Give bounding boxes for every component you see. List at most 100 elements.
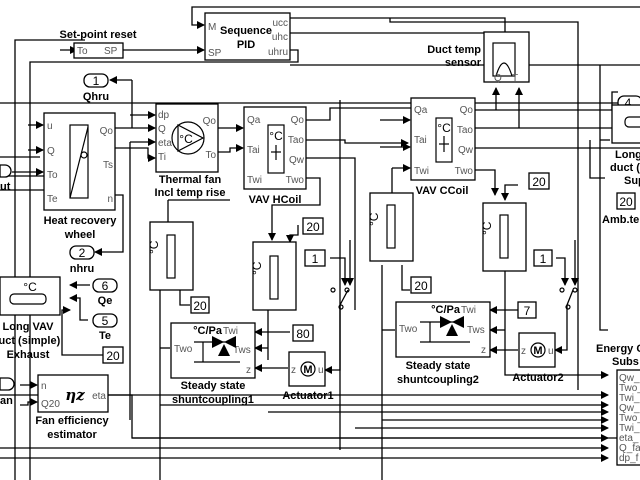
- port-to: To: [205, 150, 216, 161]
- inport-qe[interactable]: 6 Qe: [92, 278, 118, 307]
- actuator2-block[interactable]: z u M Actuator2: [512, 332, 564, 384]
- const-exhaust[interactable]: 20: [102, 346, 124, 364]
- const-pipe3[interactable]: 20: [410, 276, 432, 294]
- sequence-pid-block[interactable]: M SP ucc uhc uhru Sequence PID: [204, 12, 291, 61]
- energy-port: Twi_: [619, 423, 640, 434]
- port-qw: Qw: [289, 155, 305, 166]
- port-qo: Qo: [291, 115, 305, 126]
- port-m: M: [208, 22, 216, 33]
- energy-label-1: Energy C: [596, 343, 640, 355]
- energy-label-2: Subs: [612, 356, 639, 368]
- port-tai: Tai: [414, 135, 427, 146]
- pipe-block-1[interactable]: °C: [147, 221, 194, 291]
- port-sp: SP: [208, 48, 222, 59]
- duct-unit: °C: [23, 280, 37, 294]
- pipe-block-4[interactable]: °C: [480, 202, 527, 272]
- heat-recovery-wheel-block[interactable]: u Q To Te Qo Ts n Heat recovery wheel: [43, 112, 118, 241]
- duct-icon: [624, 116, 640, 128]
- valve-icon: [420, 316, 470, 343]
- setpoint-reset-block[interactable]: To SP Set-point reset: [59, 29, 137, 59]
- thermal-fan-block[interactable]: dp Q eta Ti Qo To °C Thermal fan Incl te…: [155, 103, 226, 199]
- shunt1-label-1: Steady state: [181, 380, 246, 392]
- port-two: Two: [455, 166, 474, 177]
- fan-label-1: Thermal fan: [159, 174, 222, 186]
- shunt1-label-2: shuntcoupling1: [172, 394, 254, 406]
- shunt-unit: °C/Pa: [431, 304, 461, 316]
- port-eta: eta: [158, 138, 172, 149]
- port-q20: Q20: [41, 399, 60, 410]
- pid-label-1: Sequence: [220, 25, 272, 37]
- energy-port: dp_f: [619, 453, 639, 464]
- duct-icon: [9, 293, 47, 305]
- setpoint-reset-label: Set-point reset: [59, 29, 136, 41]
- switch-icons: [330, 287, 578, 310]
- const-7[interactable]: 7: [517, 301, 537, 319]
- pipe-block-3[interactable]: °C: [367, 192, 414, 262]
- inport-label: Te: [99, 330, 111, 342]
- shunt-coupling1-block[interactable]: °C/Pa Twi Tws z Two Steady state shuntco…: [170, 322, 256, 406]
- port-uhc: uhc: [272, 32, 288, 43]
- energy-port: Twi_: [619, 393, 640, 404]
- const-pipe4[interactable]: 20: [528, 172, 550, 190]
- pipe-unit: °C: [147, 240, 161, 254]
- outport-qhru[interactable]: 1 Qhru: [83, 73, 109, 103]
- port-qo: Qo: [100, 126, 114, 137]
- outport-nhru[interactable]: 2 nhru: [69, 245, 95, 275]
- port-twi: Twi: [414, 166, 429, 177]
- port-q: Q: [158, 124, 166, 135]
- const-pipe1[interactable]: 20: [190, 296, 210, 314]
- const-switch1[interactable]: 1: [304, 249, 326, 267]
- duct-temp-sensor-block[interactable]: Q T Duct temp sensor: [427, 31, 530, 84]
- energy-port: Two_: [619, 413, 640, 424]
- fan-efficiency-estimator-block[interactable]: n Q20 eta ηz Fan efficiency estimator: [35, 374, 110, 441]
- port-twi: Twi: [461, 305, 476, 316]
- pipe-icon: [166, 234, 176, 279]
- fan-icon: °C: [171, 121, 205, 155]
- pipe-icon: [269, 255, 279, 300]
- inport-te[interactable]: 5 Te: [92, 313, 118, 342]
- port-ts: Ts: [103, 160, 113, 171]
- svg-text:°C: °C: [437, 121, 451, 135]
- energy-subsystem-block[interactable]: Energy C Subs Qw_ Two_ Twi_ Qw_ Two_ Twi…: [596, 343, 640, 466]
- vav-ccoil-block[interactable]: Qa Tai Twi Qo Tao Qw Two °C VAV CCoil: [410, 97, 476, 197]
- actuator1-block[interactable]: z u M Actuator1: [282, 351, 334, 402]
- port-qa: Qa: [414, 105, 428, 116]
- vav-hcoil-block[interactable]: Qa Tai Twi Qo Tao Qw Two °C VAV HCoil: [243, 106, 307, 206]
- shunt-coupling2-block[interactable]: °C/Pa Twi Tws z Two Steady state shuntco…: [395, 301, 491, 386]
- inport-ut[interactable]: ut: [0, 164, 12, 193]
- fan-label-2: Incl temp rise: [155, 187, 226, 199]
- long-vav-exhaust-block[interactable]: °C Long VAV duct (simple) Exhaust: [0, 276, 61, 361]
- pipe-icon: [386, 204, 396, 249]
- pipe-unit: °C: [480, 221, 494, 235]
- long-vav-supply-block[interactable]: Long duct (s Sup: [610, 104, 640, 187]
- const-value: 20: [619, 195, 633, 209]
- fan-eff-label-2: estimator: [47, 429, 97, 441]
- outport-label: Qhru: [83, 91, 109, 103]
- motor-glyph: M: [533, 345, 542, 357]
- outport-num: 2: [79, 246, 86, 260]
- port-n: n: [107, 194, 113, 205]
- exhaust-label-2: duct (simple): [0, 335, 61, 347]
- const-switch2[interactable]: 1: [533, 249, 553, 267]
- port-eta: eta: [92, 391, 106, 402]
- port-u: u: [548, 346, 554, 357]
- svg-text:°C: °C: [179, 132, 193, 146]
- motor-icon: [300, 361, 316, 377]
- port-te: Te: [47, 194, 58, 205]
- port-u: u: [47, 121, 53, 132]
- const-80[interactable]: 80: [292, 324, 314, 342]
- port-uhru: uhru: [268, 47, 288, 58]
- inport-an[interactable]: an: [0, 377, 15, 407]
- exhaust-label-1: Long VAV: [3, 321, 55, 333]
- port-ti: Ti: [158, 152, 166, 163]
- pid-label-2: PID: [237, 39, 255, 51]
- sensor-label-2: sensor: [445, 57, 482, 69]
- const-pipe2[interactable]: 20: [302, 217, 324, 235]
- inport-label: an: [0, 395, 13, 407]
- const-value: 1: [540, 252, 547, 266]
- supply-label-2: duct (s: [610, 162, 640, 174]
- outport-num: 4: [625, 96, 632, 110]
- const-amb-temp[interactable]: 20 Amb.ter: [602, 192, 640, 226]
- actuator2-label: Actuator2: [512, 372, 563, 384]
- pipe-block-2[interactable]: °C: [250, 241, 297, 311]
